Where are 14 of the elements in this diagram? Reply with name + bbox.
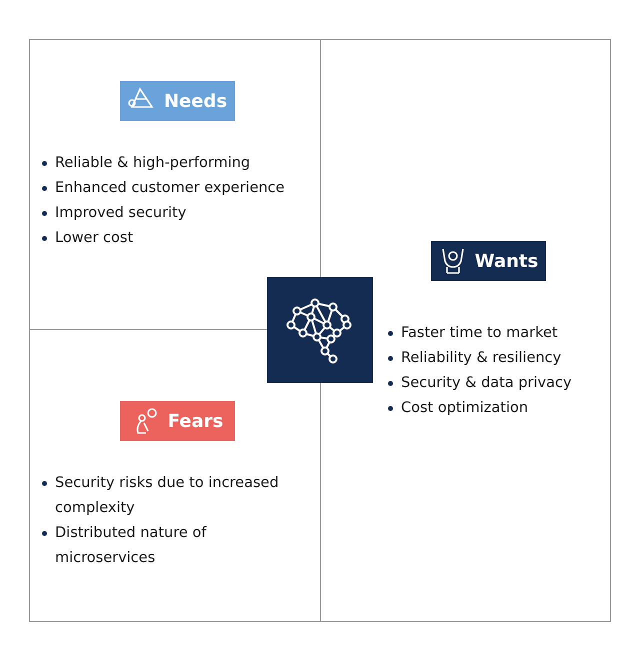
bullet-item: Improved security [40,201,290,226]
bullet-item: Cost optimization [386,396,611,421]
heading-text: Fears [168,410,224,432]
bullet-item: Distributed nature of microservices [40,521,290,571]
heading-text: Needs [164,90,228,112]
heading-text: Wants [474,250,538,272]
bullet-item: Faster time to market [386,321,611,346]
bullet-item: Reliability & resiliency [386,346,611,371]
bullet-item: Lower cost [40,226,290,251]
bullet-item: Security & data privacy [386,371,611,396]
quadrant-panel [29,329,321,622]
bullet-item: Security risks due to increased complexity [40,471,290,521]
bullet-item: Reliable & high-performing [40,151,290,176]
bullet-item: Enhanced customer experience [40,176,290,201]
